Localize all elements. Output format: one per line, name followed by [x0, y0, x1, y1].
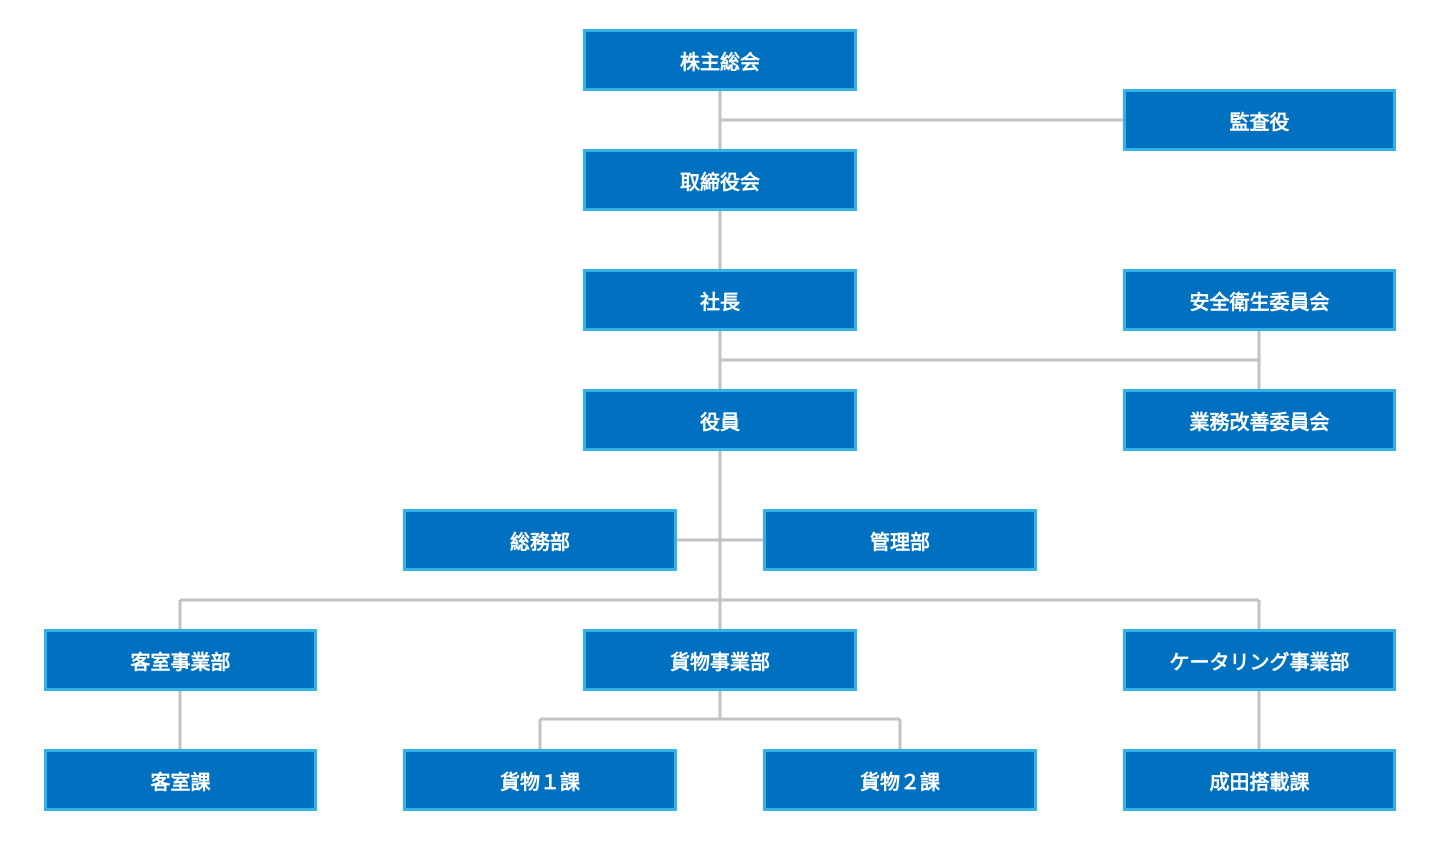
box-label: ケータリング事業部 — [1169, 649, 1350, 674]
box-label: 監査役 — [1229, 109, 1290, 134]
box-label: 総務部 — [510, 529, 570, 554]
box-label: 客室事業部 — [130, 649, 231, 674]
box-shareholders-meeting: 株主総会 — [583, 29, 857, 91]
box-label: 安全衛生委員会 — [1189, 289, 1330, 314]
box-label: 貨物２課 — [860, 769, 940, 794]
box-president: 社長 — [583, 269, 857, 331]
box-label: 株主総会 — [680, 49, 760, 74]
box-safety-health-committee: 安全衛生委員会 — [1123, 269, 1396, 331]
box-board-of-directors: 取締役会 — [583, 149, 857, 211]
box-catering-business-dept: ケータリング事業部 — [1123, 629, 1396, 691]
box-label: 業務改善委員会 — [1189, 409, 1330, 434]
box-cabin-section: 客室課 — [44, 749, 317, 811]
box-label: 成田搭載課 — [1209, 769, 1310, 794]
box-cargo-business-dept: 貨物事業部 — [583, 629, 857, 691]
box-label: 管理部 — [870, 529, 930, 554]
box-label: 取締役会 — [680, 169, 760, 194]
box-cabin-business-dept: 客室事業部 — [44, 629, 317, 691]
box-label: 貨物事業部 — [670, 649, 770, 674]
box-executives: 役員 — [583, 389, 857, 451]
box-business-improvement-committee: 業務改善委員会 — [1123, 389, 1396, 451]
box-label: 貨物１課 — [500, 769, 580, 794]
box-auditor: 監査役 — [1123, 89, 1396, 151]
box-administration-dept: 管理部 — [763, 509, 1037, 571]
box-cargo-section-2: 貨物２課 — [763, 749, 1037, 811]
box-narita-loading-section: 成田搭載課 — [1123, 749, 1396, 811]
box-label: 社長 — [700, 289, 740, 314]
box-label: 役員 — [700, 409, 740, 434]
box-general-affairs-dept: 総務部 — [403, 509, 677, 571]
box-cargo-section-1: 貨物１課 — [403, 749, 677, 811]
box-label: 客室課 — [150, 769, 211, 794]
